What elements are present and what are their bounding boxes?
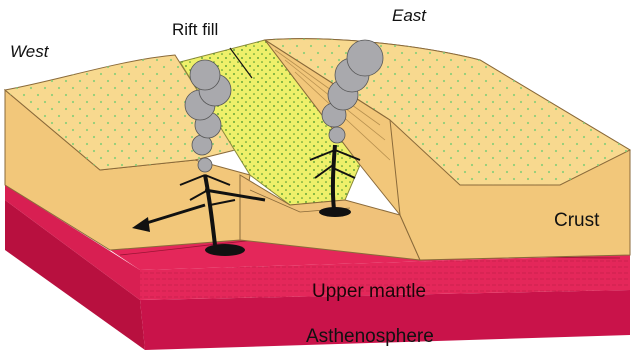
label-rift-fill: Rift fill bbox=[172, 20, 218, 40]
label-east: East bbox=[392, 6, 426, 26]
label-upper-mantle: Upper mantle bbox=[312, 281, 426, 303]
label-crust: Crust bbox=[554, 210, 599, 232]
label-asthenosphere: Asthenosphere bbox=[306, 326, 434, 348]
label-west: West bbox=[10, 42, 48, 62]
